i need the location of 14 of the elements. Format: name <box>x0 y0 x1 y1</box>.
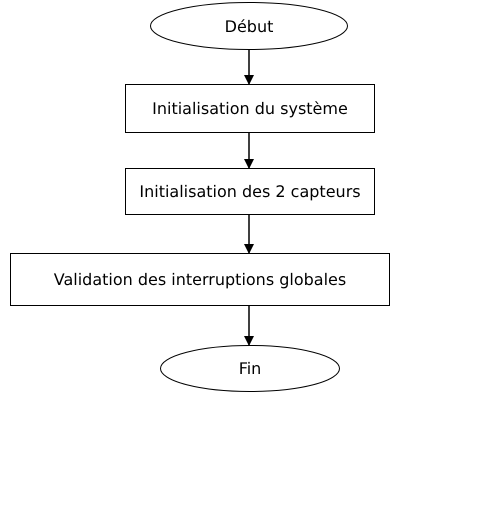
arrow <box>244 133 254 169</box>
process-box <box>125 168 375 215</box>
process-box <box>10 253 390 306</box>
arrow <box>244 215 254 254</box>
step-label: Fin <box>238 359 262 378</box>
terminal-ellipse <box>160 345 340 392</box>
step-label: Initialisation du système <box>152 99 348 118</box>
terminal-ellipse <box>150 2 348 50</box>
step-label: Validation des interruptions globales <box>54 270 346 289</box>
arrow <box>244 306 254 346</box>
arrow <box>244 50 254 85</box>
step-label: Initialisation des 2 capteurs <box>139 182 361 201</box>
process-box <box>125 84 375 133</box>
step-label: Début <box>224 16 274 36</box>
